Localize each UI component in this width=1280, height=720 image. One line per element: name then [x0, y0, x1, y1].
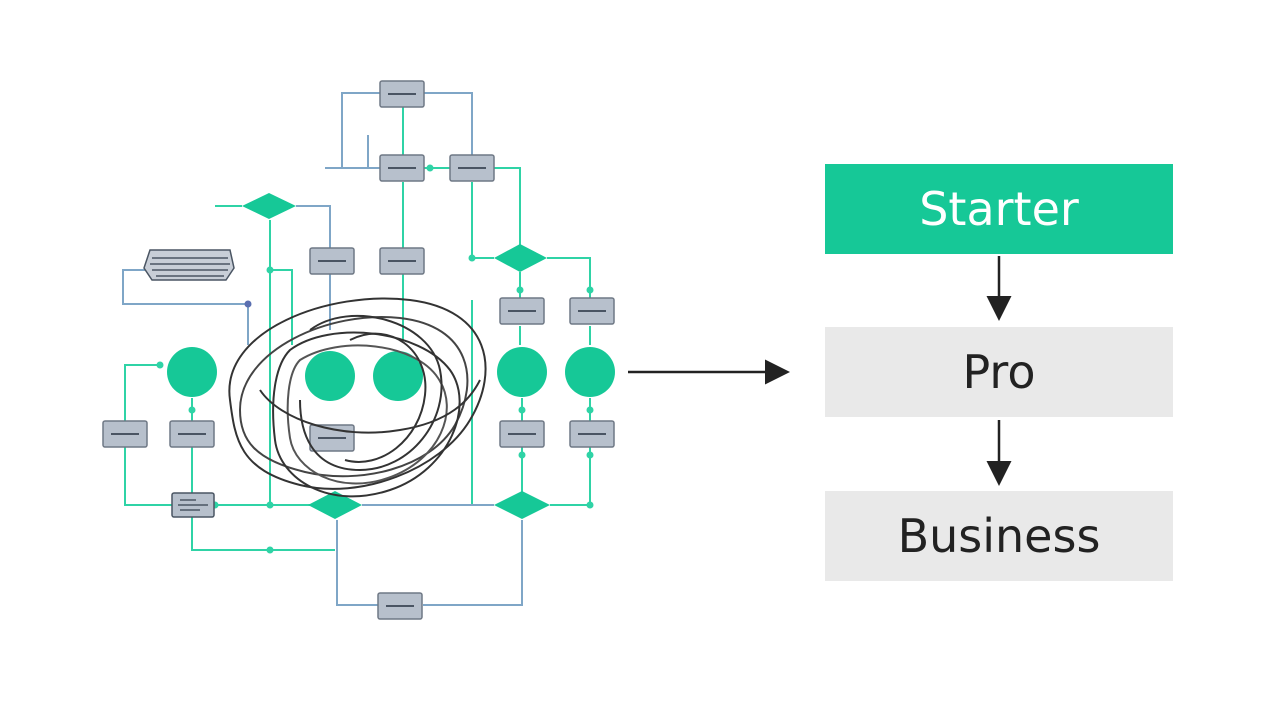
tier-starter-label: Starter — [919, 182, 1079, 236]
circle-node — [497, 347, 547, 397]
process-nodes — [102, 80, 615, 620]
process-node — [569, 420, 615, 448]
process-node — [102, 420, 148, 448]
tier-starter: Starter — [825, 164, 1173, 254]
process-node — [379, 154, 425, 182]
decision-diamond — [242, 193, 296, 219]
circle-node — [373, 351, 423, 401]
circle-node — [167, 347, 217, 397]
process-node — [449, 154, 495, 182]
decision-nodes — [242, 193, 550, 519]
tier-business-label: Business — [897, 509, 1101, 563]
process-node — [499, 420, 545, 448]
keyboard-icon — [143, 249, 235, 281]
decision-diamond — [494, 491, 550, 519]
process-node — [309, 247, 355, 275]
process-node — [379, 80, 425, 108]
process-node — [377, 592, 423, 620]
junction-dots — [156, 164, 594, 554]
circle-nodes — [167, 347, 615, 401]
tier-business: Business — [825, 491, 1173, 581]
process-node — [499, 297, 545, 325]
decision-diamond — [494, 244, 547, 272]
circle-node — [565, 347, 615, 397]
tier-pro-label: Pro — [962, 345, 1036, 399]
tangled-loop-icon — [228, 297, 487, 498]
tier-pro-bg — [825, 327, 1173, 417]
tier-pro: Pro — [825, 327, 1173, 417]
tier-business-bg — [825, 491, 1173, 581]
process-node — [169, 420, 215, 448]
process-node-detail — [171, 492, 215, 518]
circle-node — [305, 351, 355, 401]
tier-starter-bg — [825, 164, 1173, 254]
process-node — [379, 247, 425, 275]
process-node — [569, 297, 615, 325]
decision-diamond — [308, 491, 362, 519]
